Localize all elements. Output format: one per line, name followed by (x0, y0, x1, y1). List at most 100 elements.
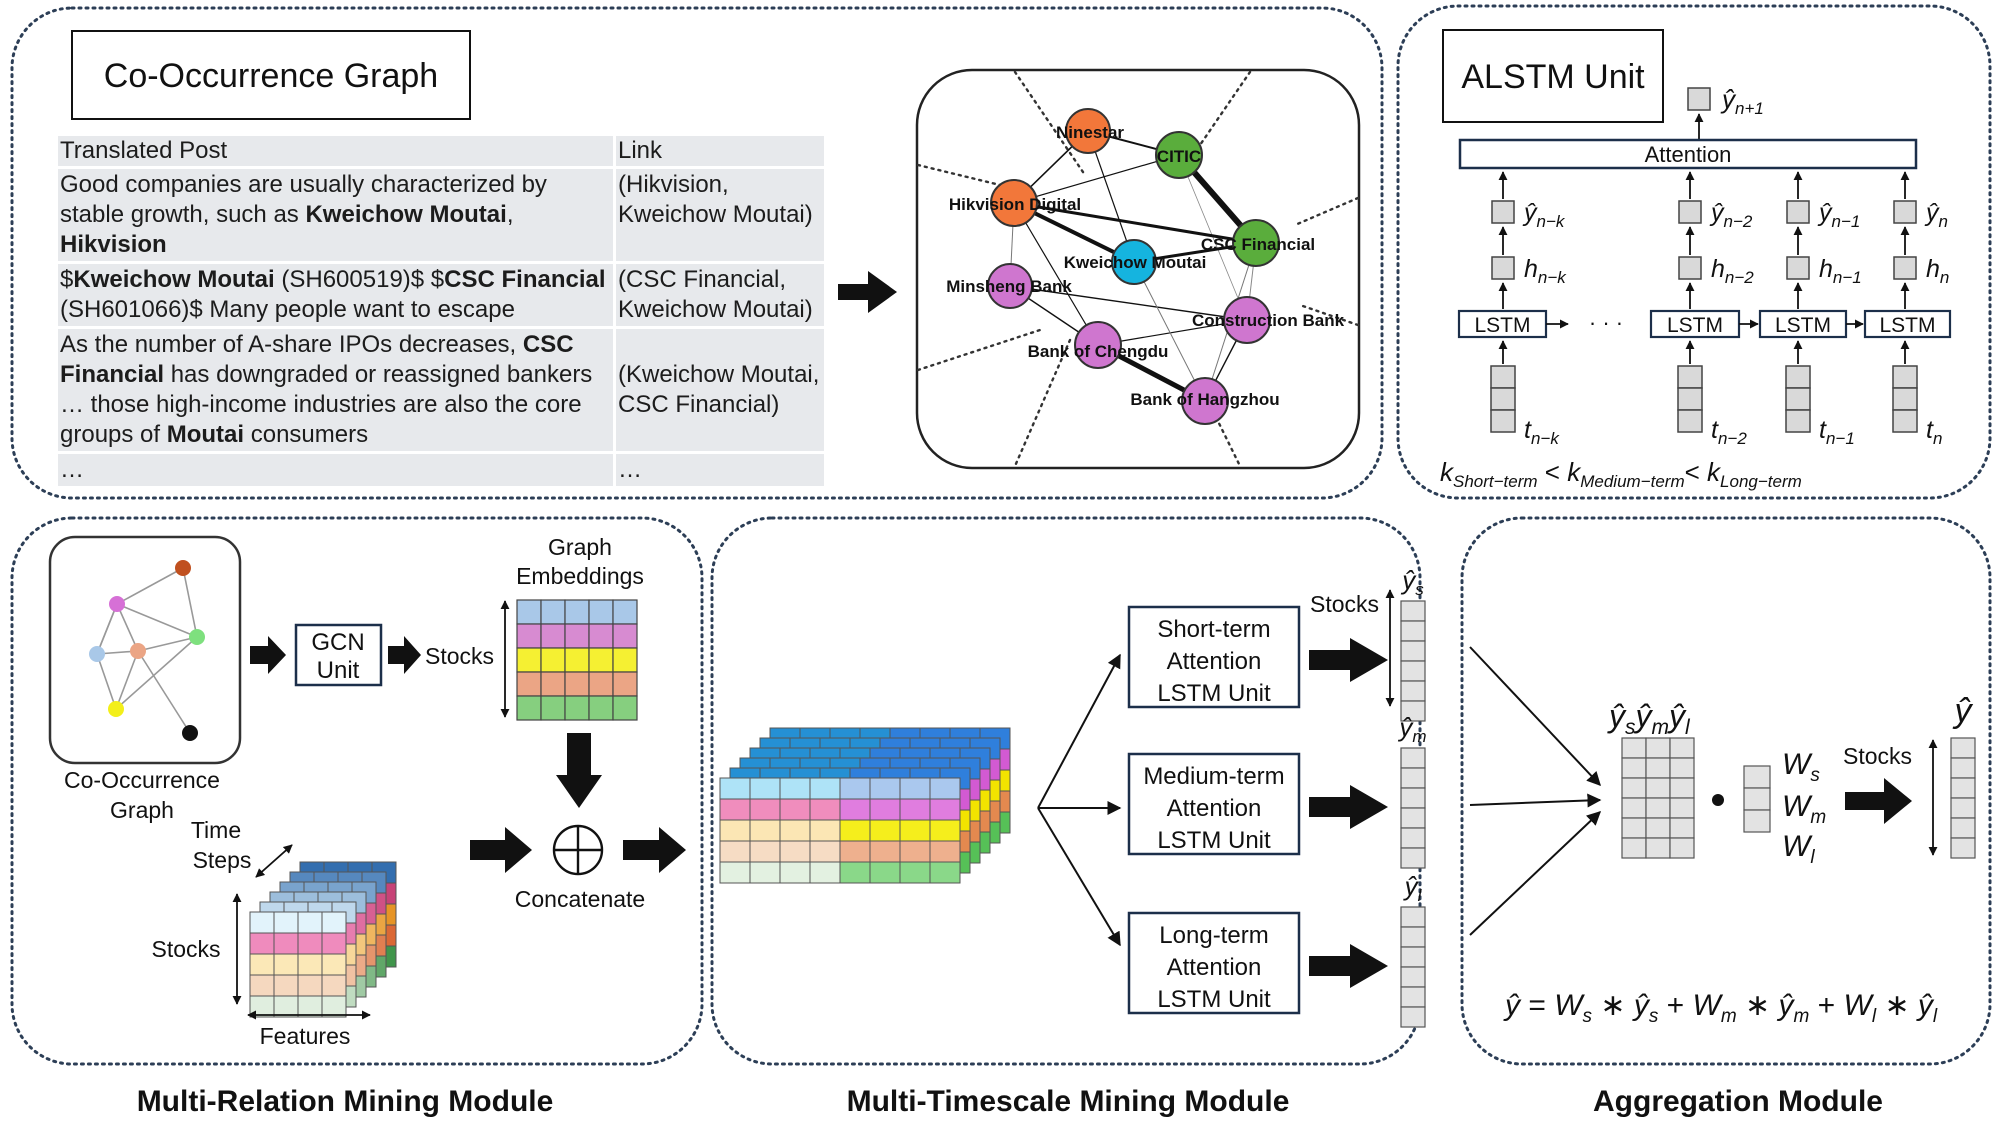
feature-cell (321, 911, 347, 934)
embedding-cell (564, 647, 590, 673)
timescale-stocks-label: Stocks (1310, 591, 1379, 617)
multi-relation-frame (10, 516, 704, 1066)
footer-aggregation: Aggregation Module (1593, 1085, 1883, 1118)
table-header-1: Link (613, 136, 824, 166)
feature-cell (249, 995, 275, 1018)
agg-output-arrow (1845, 778, 1912, 824)
input-cell (1490, 365, 1516, 389)
timescale-cell (749, 840, 781, 863)
input-time-label: tn−2 (1711, 416, 1747, 448)
hidden-state-cell (1678, 256, 1702, 280)
embedding-cell (588, 623, 614, 649)
timescale-cell (809, 819, 841, 842)
feature-cell (297, 953, 323, 976)
weight-wl: Wl (1782, 830, 1815, 868)
weight-wm: Wm (1782, 790, 1826, 828)
prediction-cell (1400, 660, 1426, 682)
alstm-frame (1396, 4, 1992, 500)
agg-matrix-cell (1621, 817, 1647, 839)
timescale-cell (839, 861, 871, 884)
timescale-unit-label: Attention (1167, 954, 1262, 981)
post-text: , (506, 201, 514, 228)
post-text: $ (60, 266, 74, 293)
agg-output-cell (1950, 817, 1976, 839)
prediction-cell (1400, 966, 1426, 988)
link-cell: … (613, 454, 824, 486)
y-output-cell (1678, 200, 1702, 224)
stock-mention: CSC Financial (444, 266, 606, 293)
feature-cell (321, 995, 347, 1018)
prediction-cell (1400, 700, 1426, 722)
agg-matrix-cell (1669, 837, 1695, 859)
timescale-cell (719, 861, 751, 884)
input-cell (1677, 365, 1703, 389)
timescale-cell (809, 840, 841, 863)
features-stocks-label: Stocks (151, 936, 220, 962)
hidden-state-cell (1893, 256, 1917, 280)
embedding-cell (516, 695, 542, 721)
table-row: Good companies are usually characterized… (58, 169, 824, 261)
feature-cell (297, 995, 323, 1018)
prediction-cell (1400, 640, 1426, 662)
embedding-cell (588, 671, 614, 697)
agg-output-cell (1950, 757, 1976, 779)
timescale-cell (779, 777, 811, 800)
feature-cell (297, 911, 323, 934)
graph-nodes (987, 108, 1280, 425)
node-label-csc: CSC Financial (1201, 235, 1315, 254)
embedding-cell (540, 599, 566, 625)
node-csc (1232, 219, 1280, 267)
node-hangzhou (1181, 377, 1229, 425)
input-time-label: tn−1 (1819, 416, 1855, 448)
table-to-graph-arrow (838, 271, 897, 313)
timescale-cell (809, 798, 841, 821)
embedding-cell (516, 599, 542, 625)
prediction-cell (1400, 680, 1426, 702)
post-cell: Good companies are usually characterized… (58, 169, 613, 261)
node-ninestar (1065, 108, 1111, 154)
embedding-cell (540, 647, 566, 673)
embedding-cell (588, 599, 614, 625)
agg-output-cell (1950, 737, 1976, 759)
agg-stocks-label: Stocks (1843, 743, 1912, 769)
timescale-cell (929, 798, 961, 821)
timescale-cell (839, 840, 871, 863)
agg-matrix-cell (1669, 737, 1695, 759)
hidden-state-label: hn−2 (1711, 255, 1754, 287)
node-hikvision (990, 179, 1038, 227)
feature-cell (249, 911, 275, 934)
feature-cell (249, 953, 275, 976)
timescale-output-arrow (1309, 638, 1388, 682)
input-cell (1490, 387, 1516, 411)
alstm-columns: ŷn−khn−kLSTMtn−kŷn−2hn−2LSTMtn−2ŷn−1hn−1… (1457, 171, 1952, 448)
input-time-label: tn−k (1524, 416, 1560, 448)
input-cell (1677, 387, 1703, 411)
timescale-unit-label: Long-term (1159, 922, 1268, 949)
timescale-cell (899, 777, 931, 800)
alstm-title: ALSTM Unit (1461, 58, 1645, 96)
timescale-unit-label: Attention (1167, 648, 1262, 675)
timescale-cell (929, 861, 961, 884)
feature-cell (273, 995, 299, 1018)
timescale-cell (899, 798, 931, 821)
multi-timescale-input-stack (719, 727, 1011, 884)
graph-embeddings-label-2: Embeddings (516, 563, 644, 589)
input-cell (1785, 387, 1811, 411)
link-cell: (CSC Financial, Kweichow Moutai) (613, 264, 824, 326)
post-text: has downgraded or reassigned bankers … t… (60, 361, 593, 448)
timescale-cell (869, 819, 901, 842)
stock-mention: Moutai (166, 421, 245, 448)
aggregation-output-column (1950, 737, 1976, 859)
link-cell: (Kweichow Moutai, CSC Financial) (613, 329, 824, 451)
footer-multi-relation: Multi-Relation Mining Module (137, 1085, 554, 1118)
features-label: Features (260, 1023, 351, 1049)
input-cell (1892, 409, 1918, 433)
y-output-label: ŷn−2 (1709, 199, 1753, 231)
timescale-cell (719, 819, 751, 842)
timescale-cell (749, 819, 781, 842)
timescale-cell (929, 840, 961, 863)
cluster-dividers (916, 70, 1360, 468)
timescale-output-arrow (1309, 944, 1388, 988)
weight-column (1743, 765, 1771, 833)
